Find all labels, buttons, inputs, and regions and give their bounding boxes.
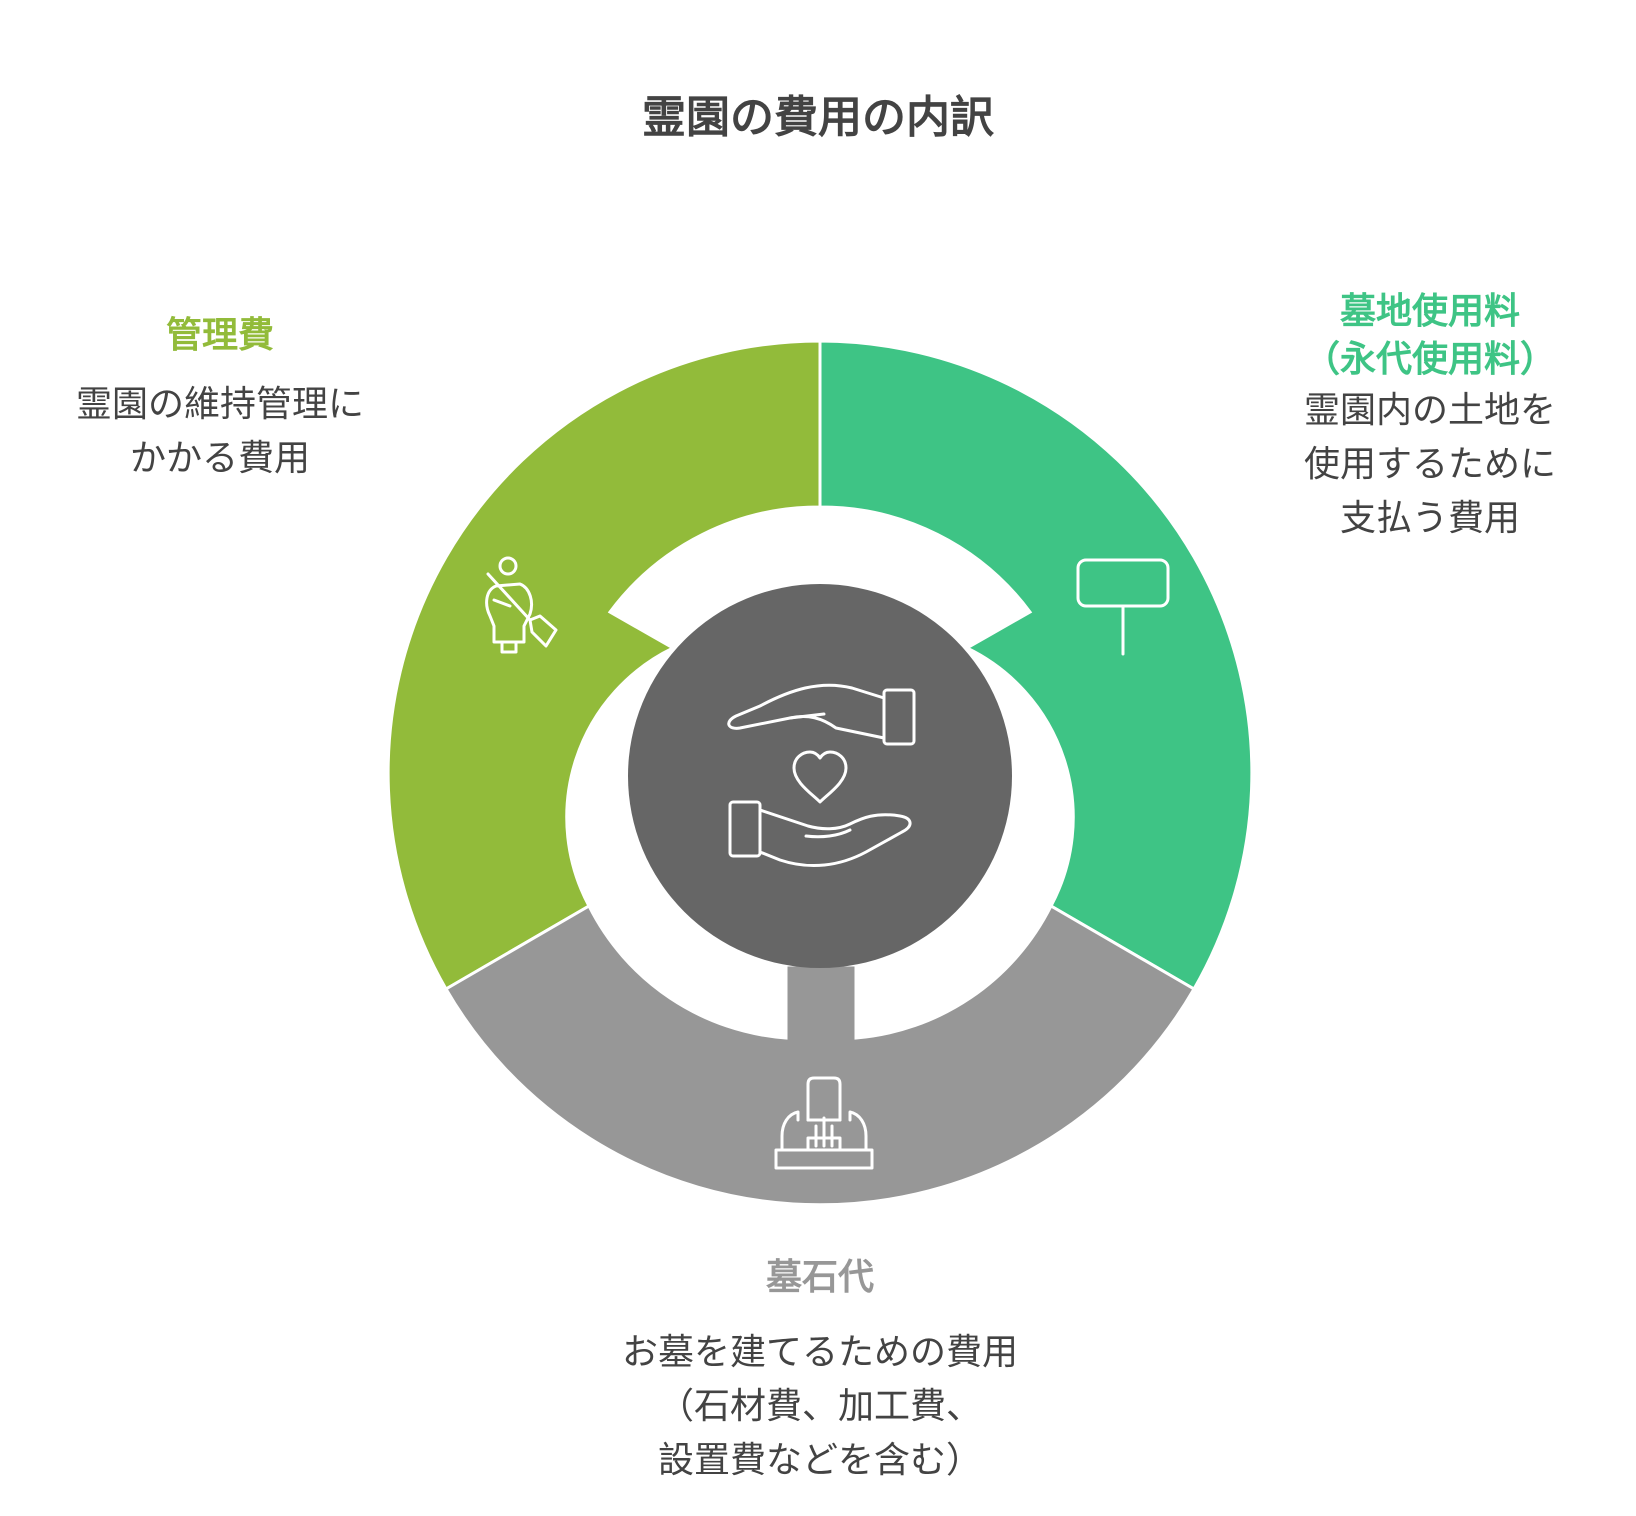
- land-usage-fee-desc-line: 霊園内の土地を: [1303, 390, 1556, 431]
- gravestone-cost-segment: [443, 903, 1197, 1207]
- center-circle: [628, 584, 1012, 968]
- gravestone-icon: [774, 1076, 874, 1170]
- management-fee-desc-line: かかる費用: [129, 438, 310, 479]
- land-usage-fee-desc-line: 支払う費用: [1339, 498, 1520, 539]
- land-usage-fee-label: 墓地使用料 （永代使用料） 霊園内の土地を 使用するために 支払う費用: [1260, 288, 1600, 546]
- gravestone-cost-desc-line: （石材費、加工費、: [657, 1386, 982, 1427]
- hands-heart-icon: [727, 683, 916, 868]
- land-usage-fee-desc-line: 使用するために: [1303, 444, 1556, 485]
- management-fee-label: 管理費 霊園の維持管理に かかる費用: [40, 312, 400, 486]
- gravestone-cost-label: 墓石代 お墓を建てるための費用 （石材費、加工費、 設置費などを含む）: [560, 1254, 1080, 1488]
- management-fee-desc-line: 霊園の維持管理に: [75, 384, 364, 425]
- management-fee-description: 霊園の維持管理に かかる費用: [40, 378, 400, 486]
- land-usage-fee-title-line: （永代使用料）: [1303, 339, 1556, 380]
- land-usage-fee-description: 霊園内の土地を 使用するために 支払う費用: [1260, 384, 1600, 546]
- gravestone-cost-desc-line: 設置費などを含む）: [657, 1440, 982, 1481]
- page-title: 霊園の費用の内訳: [642, 92, 994, 143]
- gravestone-cost-description: お墓を建てるための費用 （石材費、加工費、 設置費などを含む）: [560, 1326, 1080, 1488]
- gravestone-cost-title: 墓石代: [765, 1257, 874, 1298]
- land-usage-fee-title: 墓地使用料 （永代使用料）: [1260, 288, 1600, 384]
- signboard-icon: [1076, 558, 1170, 656]
- gravestone-cost-desc-line: お墓を建てるための費用: [621, 1332, 1018, 1373]
- management-fee-title: 管理費: [165, 315, 274, 356]
- land-usage-fee-title-line: 墓地使用料: [1339, 291, 1520, 332]
- person-sweeping-icon: [485, 556, 558, 654]
